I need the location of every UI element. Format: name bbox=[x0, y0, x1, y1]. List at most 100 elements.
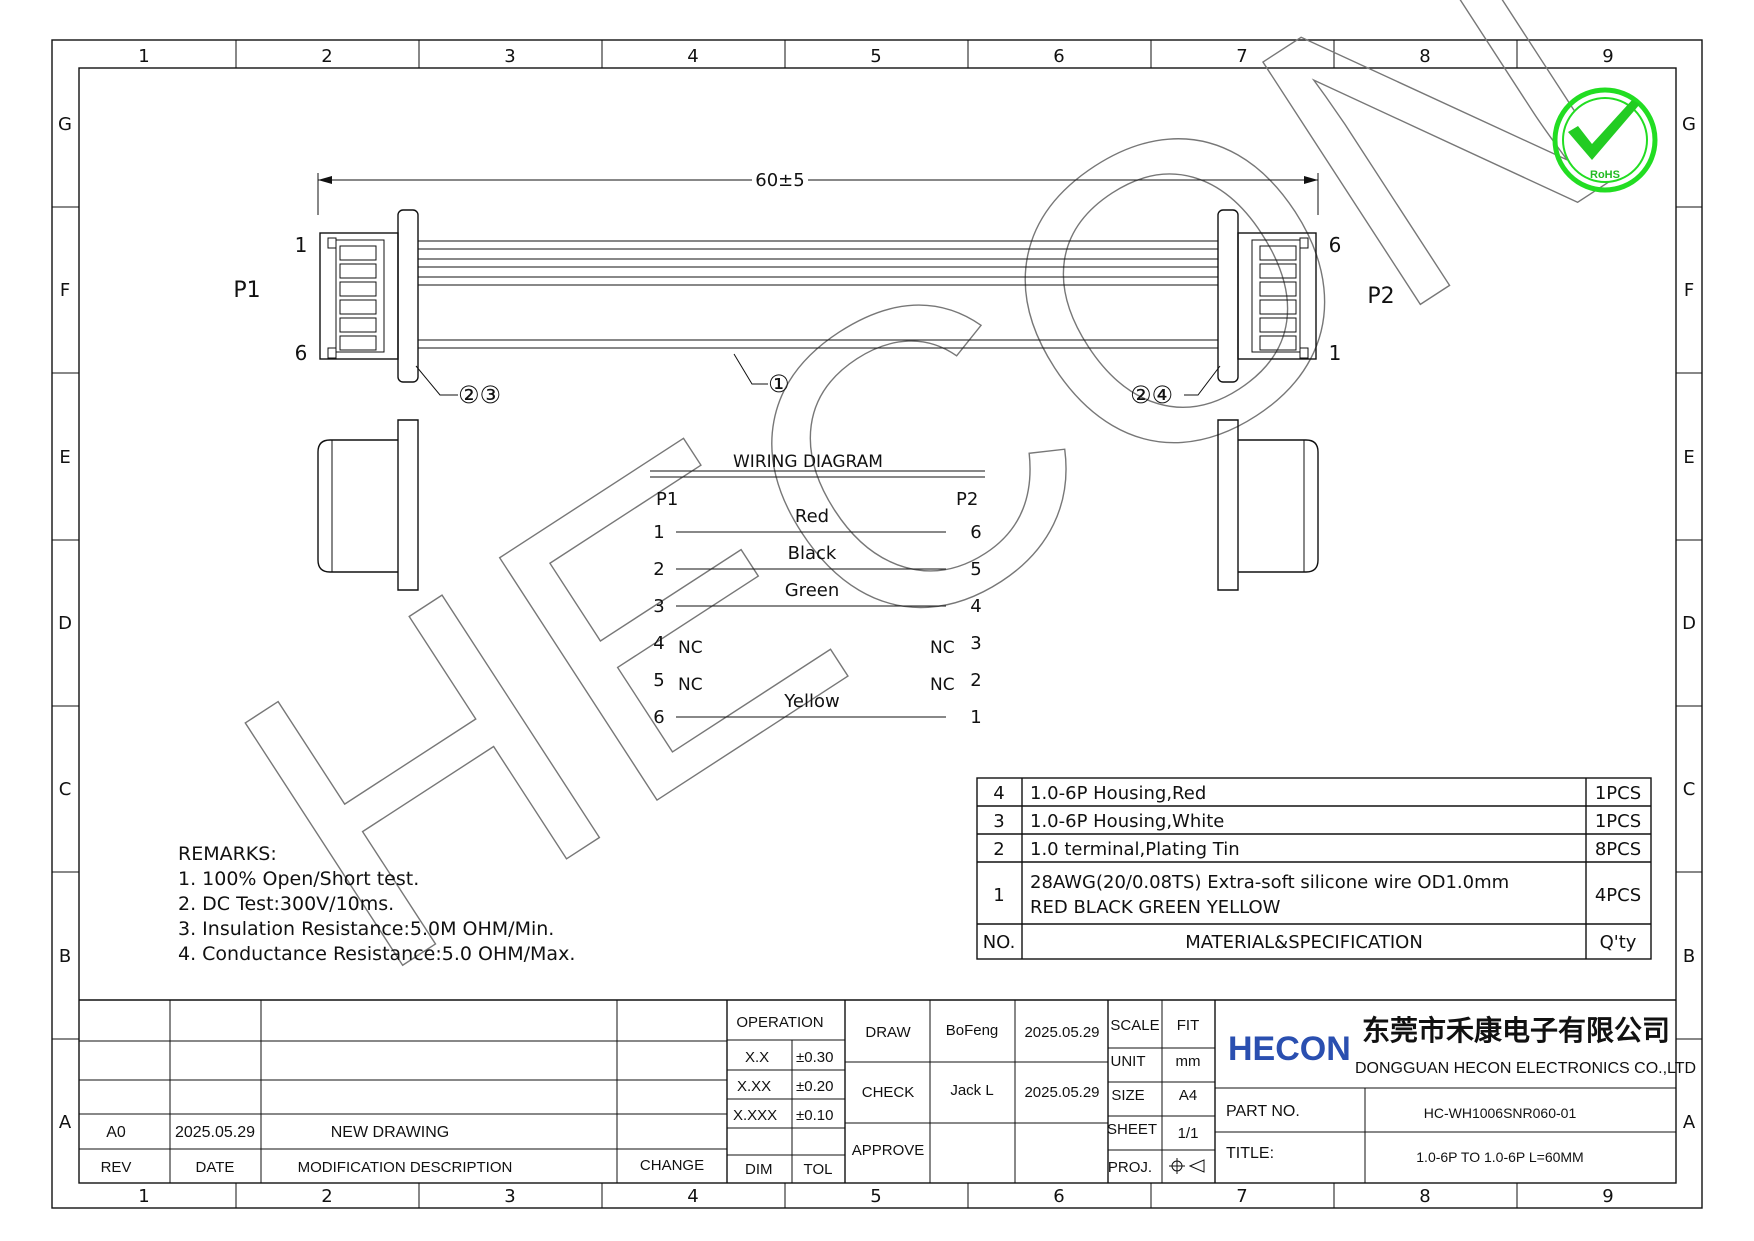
zone-col-label: 2 bbox=[321, 46, 332, 67]
bom-row-qty: 8PCS bbox=[1595, 839, 1641, 860]
connector-p1 bbox=[319, 209, 419, 383]
scale-value: FIT bbox=[1177, 1017, 1200, 1034]
zone-ticks bbox=[52, 40, 1702, 1208]
rohs-badge: RoHS bbox=[1552, 87, 1658, 193]
zone-col-label: 8 bbox=[1419, 1186, 1430, 1207]
zone-col-label: 3 bbox=[504, 1186, 515, 1207]
draw-name: BoFeng bbox=[946, 1022, 999, 1039]
zone-labels: 1 2 3 4 5 6 7 8 9 1 2 3 4 5 6 7 8 9 G F … bbox=[58, 46, 1696, 1207]
wiring-wire-color: Red bbox=[795, 506, 829, 527]
zone-col-label: 4 bbox=[687, 46, 698, 67]
wiring-p2-label: P2 bbox=[956, 489, 978, 510]
wiring-p2-pin: 3 bbox=[970, 633, 981, 654]
remark-item: 1. 100% Open/Short test. bbox=[178, 868, 419, 890]
part-no-label: PART NO. bbox=[1226, 1103, 1300, 1120]
company-logo: HECON bbox=[1228, 1030, 1351, 1068]
checkmark-icon bbox=[1568, 100, 1640, 160]
wiring-p2-pin: 6 bbox=[970, 522, 981, 543]
zone-col-label: 6 bbox=[1053, 1186, 1064, 1207]
rev-label: REV bbox=[101, 1159, 132, 1176]
check-label: CHECK bbox=[862, 1084, 915, 1101]
remark-item: 2. DC Test:300V/10ms. bbox=[178, 893, 394, 915]
wiring-p1-pin: 2 bbox=[653, 559, 664, 580]
tol-value: ±0.20 bbox=[796, 1078, 833, 1095]
zone-col-label: 4 bbox=[687, 1186, 698, 1207]
wiring-wire-color: Yellow bbox=[783, 691, 839, 712]
callout-leader-right bbox=[1184, 365, 1221, 396]
p2-pin-6-label: 6 bbox=[1329, 233, 1342, 257]
projection-symbol-icon bbox=[1169, 1158, 1205, 1174]
wiring-p2-pin: 5 bbox=[970, 559, 981, 580]
bom-row-no: 4 bbox=[993, 783, 1004, 804]
zone-col-label: 1 bbox=[138, 1186, 149, 1207]
unit-value: mm bbox=[1176, 1053, 1201, 1070]
remark-item: 4. Conductance Resistance:5.0 OHM/Max. bbox=[178, 943, 575, 965]
tol-label: TOL bbox=[804, 1161, 833, 1178]
tol-value: ±0.30 bbox=[796, 1049, 833, 1066]
zone-col-label: 2 bbox=[321, 1186, 332, 1207]
date-value: 2025.05.29 bbox=[175, 1124, 255, 1141]
p1-label: P1 bbox=[233, 278, 260, 303]
zone-col-label: 1 bbox=[138, 46, 149, 67]
modification-label: MODIFICATION DESCRIPTION bbox=[298, 1159, 513, 1176]
title-label: TITLE: bbox=[1226, 1145, 1274, 1162]
wiring-p2-pin: 4 bbox=[970, 596, 981, 617]
bom-header-spec: MATERIAL&SPECIFICATION bbox=[1185, 932, 1423, 953]
p1-pin-6-label: 6 bbox=[295, 341, 308, 365]
bom-row-spec: 1.0-6P Housing,Red bbox=[1030, 783, 1206, 804]
callout-leader-left bbox=[415, 365, 458, 396]
zone-row-label: C bbox=[1683, 779, 1696, 800]
zone-col-label: 3 bbox=[504, 46, 515, 67]
wiring-p1-pin: 1 bbox=[653, 522, 664, 543]
dimension-label: 60±5 bbox=[755, 170, 804, 191]
p1-pin-1-label: 1 bbox=[295, 233, 308, 257]
wiring-wire-color: Black bbox=[788, 543, 837, 564]
zone-row-label: G bbox=[1682, 114, 1696, 135]
operation-label: OPERATION bbox=[736, 1014, 823, 1031]
zone-row-label: G bbox=[58, 114, 72, 135]
part-no-value: HC-WH1006SNR060-01 bbox=[1424, 1105, 1577, 1121]
wiring-nc-label: NC bbox=[930, 675, 955, 695]
watermark: HECON bbox=[167, 0, 1696, 1060]
company-name-en: DONGGUAN HECON ELECTRONICS CO.,LTD bbox=[1355, 1060, 1696, 1077]
approve-label: APPROVE bbox=[852, 1142, 925, 1159]
inner-border bbox=[78, 67, 1677, 1184]
zone-col-label: 7 bbox=[1236, 1186, 1247, 1207]
zone-col-label: 7 bbox=[1236, 46, 1247, 67]
zone-row-label: A bbox=[59, 1112, 72, 1133]
rohs-label: RoHS bbox=[1590, 169, 1620, 181]
p2-pin-1-label: 1 bbox=[1329, 341, 1342, 365]
size-value: A4 bbox=[1179, 1087, 1197, 1104]
bom-header-no: NO. bbox=[983, 932, 1016, 953]
wire-bundle bbox=[418, 240, 1218, 349]
zone-row-label: B bbox=[1683, 946, 1695, 967]
rev-value: A0 bbox=[106, 1124, 126, 1141]
change-label: CHANGE bbox=[640, 1157, 704, 1174]
remark-item: 3. Insulation Resistance:5.0M OHM/Min. bbox=[178, 918, 554, 940]
bom-row-qty: 1PCS bbox=[1595, 811, 1641, 832]
dim-label: DIM bbox=[745, 1161, 773, 1178]
wiring-wire-color: Green bbox=[785, 580, 840, 601]
zone-row-label: C bbox=[59, 779, 72, 800]
unit-label: UNIT bbox=[1111, 1053, 1146, 1070]
wiring-nc-label: NC bbox=[678, 675, 703, 695]
watermark-text: HECON bbox=[167, 0, 1695, 1060]
draw-label: DRAW bbox=[865, 1024, 911, 1041]
remarks-heading: REMARKS: bbox=[178, 843, 277, 865]
zone-col-label: 9 bbox=[1602, 1186, 1613, 1207]
zone-row-label: D bbox=[1682, 613, 1696, 634]
zone-col-label: 8 bbox=[1419, 46, 1430, 67]
bom-header-qty: Q'ty bbox=[1600, 932, 1637, 953]
wiring-nc-label: NC bbox=[678, 638, 703, 658]
zone-row-label: F bbox=[1684, 280, 1694, 301]
zone-col-label: 5 bbox=[870, 46, 881, 67]
wiring-p1-pin: 6 bbox=[653, 707, 664, 728]
wiring-p1-pin: 3 bbox=[653, 596, 664, 617]
bom-row-spec: RED BLACK GREEN YELLOW bbox=[1030, 897, 1281, 918]
wiring-p2-pin: 1 bbox=[970, 707, 981, 728]
wiring-p1-pin: 4 bbox=[653, 633, 664, 654]
